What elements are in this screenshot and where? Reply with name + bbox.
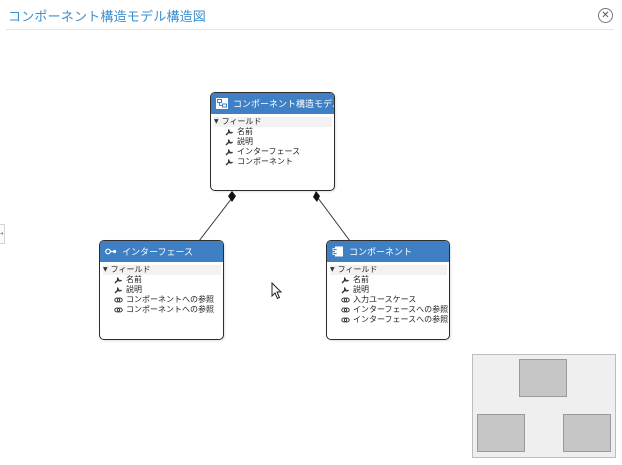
field-label: 説明 [126,285,142,294]
field-row[interactable]: 説明 [103,285,223,295]
composition-diamond-right [313,191,320,202]
link-icon [114,307,123,313]
wrench-icon [341,287,350,294]
minimap-node-component [563,414,611,452]
field-label: 入力ユースケース [353,295,417,304]
side-panel-toggle[interactable]: ◂ [0,224,5,244]
title-divider [6,29,614,30]
node-header[interactable]: コンポーネント構造モデル [211,93,334,114]
fields-section: ▼ フィールド 名前 説明 インターフェース コンポーネント [211,114,334,167]
collapse-triangle-icon[interactable]: ▼ [214,118,219,125]
wrench-icon [341,277,350,284]
field-label: 説明 [353,285,369,294]
wrench-icon [225,139,234,146]
field-row[interactable]: コンポーネントへの参照 [103,295,223,305]
field-row[interactable]: コンポーネントへの参照 [103,305,223,315]
field-row[interactable]: 説明 [330,285,449,295]
diagram-title: コンポーネント構造モデル構造図 [8,10,207,25]
model-icon [216,98,228,109]
field-row[interactable]: コンポーネント [214,157,334,167]
node-component[interactable]: コンポーネント ▼ フィールド 名前 説明 入力ユースケース インターフェースへ… [326,240,450,340]
fields-section-header[interactable]: ▼ フィールド [103,265,221,275]
node-title: インターフェース [122,248,194,258]
fields-section-header[interactable]: ▼ フィールド [214,117,332,127]
field-label: 説明 [237,137,253,146]
field-row[interactable]: インターフェース [214,147,334,157]
connector-model-interface [198,197,233,242]
field-row[interactable]: インターフェースへの参照 [330,305,449,315]
field-row[interactable]: 名前 [214,127,334,137]
node-component-structure-model[interactable]: コンポーネント構造モデル ▼ フィールド 名前 説明 インターフェース コンポー… [210,92,335,191]
field-label: コンポーネントへの参照 [126,295,214,304]
collapse-triangle-icon[interactable]: ▼ [330,266,335,273]
node-header[interactable]: コンポーネント [327,241,449,262]
field-row[interactable]: 名前 [330,275,449,285]
field-label: 名前 [126,275,142,284]
node-header[interactable]: インターフェース [100,241,223,262]
section-label: フィールド [337,265,378,274]
wrench-icon [225,149,234,156]
section-label: フィールド [110,265,151,274]
field-row[interactable]: 名前 [103,275,223,285]
field-label: コンポーネント [237,157,293,166]
field-label: インターフェースへの参照 [353,305,449,314]
field-label: インターフェース [237,147,301,156]
field-row[interactable]: 入力ユースケース [330,295,449,305]
diagram-minimap[interactable] [472,354,616,458]
mouse-pointer-icon [271,282,283,300]
wrench-icon [225,159,234,166]
field-label: 名前 [237,127,253,136]
wrench-icon [114,287,123,294]
link-icon [341,317,350,323]
section-label: フィールド [221,117,262,126]
wrench-icon [225,129,234,136]
close-icon[interactable]: ✕ [598,8,613,23]
connector-model-component [317,197,351,242]
minimap-node-model [519,359,567,397]
minimap-node-interface [477,414,525,452]
link-icon [341,307,350,313]
node-title: コンポーネント [349,248,413,258]
fields-section-header[interactable]: ▼ フィールド [330,265,447,275]
field-label: インターフェースへの参照 [353,315,449,324]
node-title: コンポーネント構造モデル [233,100,335,110]
field-row[interactable]: 説明 [214,137,334,147]
wrench-icon [114,277,123,284]
fields-section: ▼ フィールド 名前 説明 コンポーネントへの参照 コンポーネントへの参照 [100,262,223,315]
interface-icon [105,248,117,255]
field-label: 名前 [353,275,369,284]
link-icon [114,297,123,303]
collapse-triangle-icon[interactable]: ▼ [103,266,108,273]
fields-section: ▼ フィールド 名前 説明 入力ユースケース インターフェースへの参照 インター… [327,262,449,325]
link-icon [341,297,350,303]
field-label: コンポーネントへの参照 [126,305,214,314]
field-row[interactable]: インターフェースへの参照 [330,315,449,325]
node-interface[interactable]: インターフェース ▼ フィールド 名前 説明 コンポーネントへの参照 コンポーネ… [99,240,224,340]
component-icon [332,246,343,257]
composition-diamond-left [228,191,236,202]
